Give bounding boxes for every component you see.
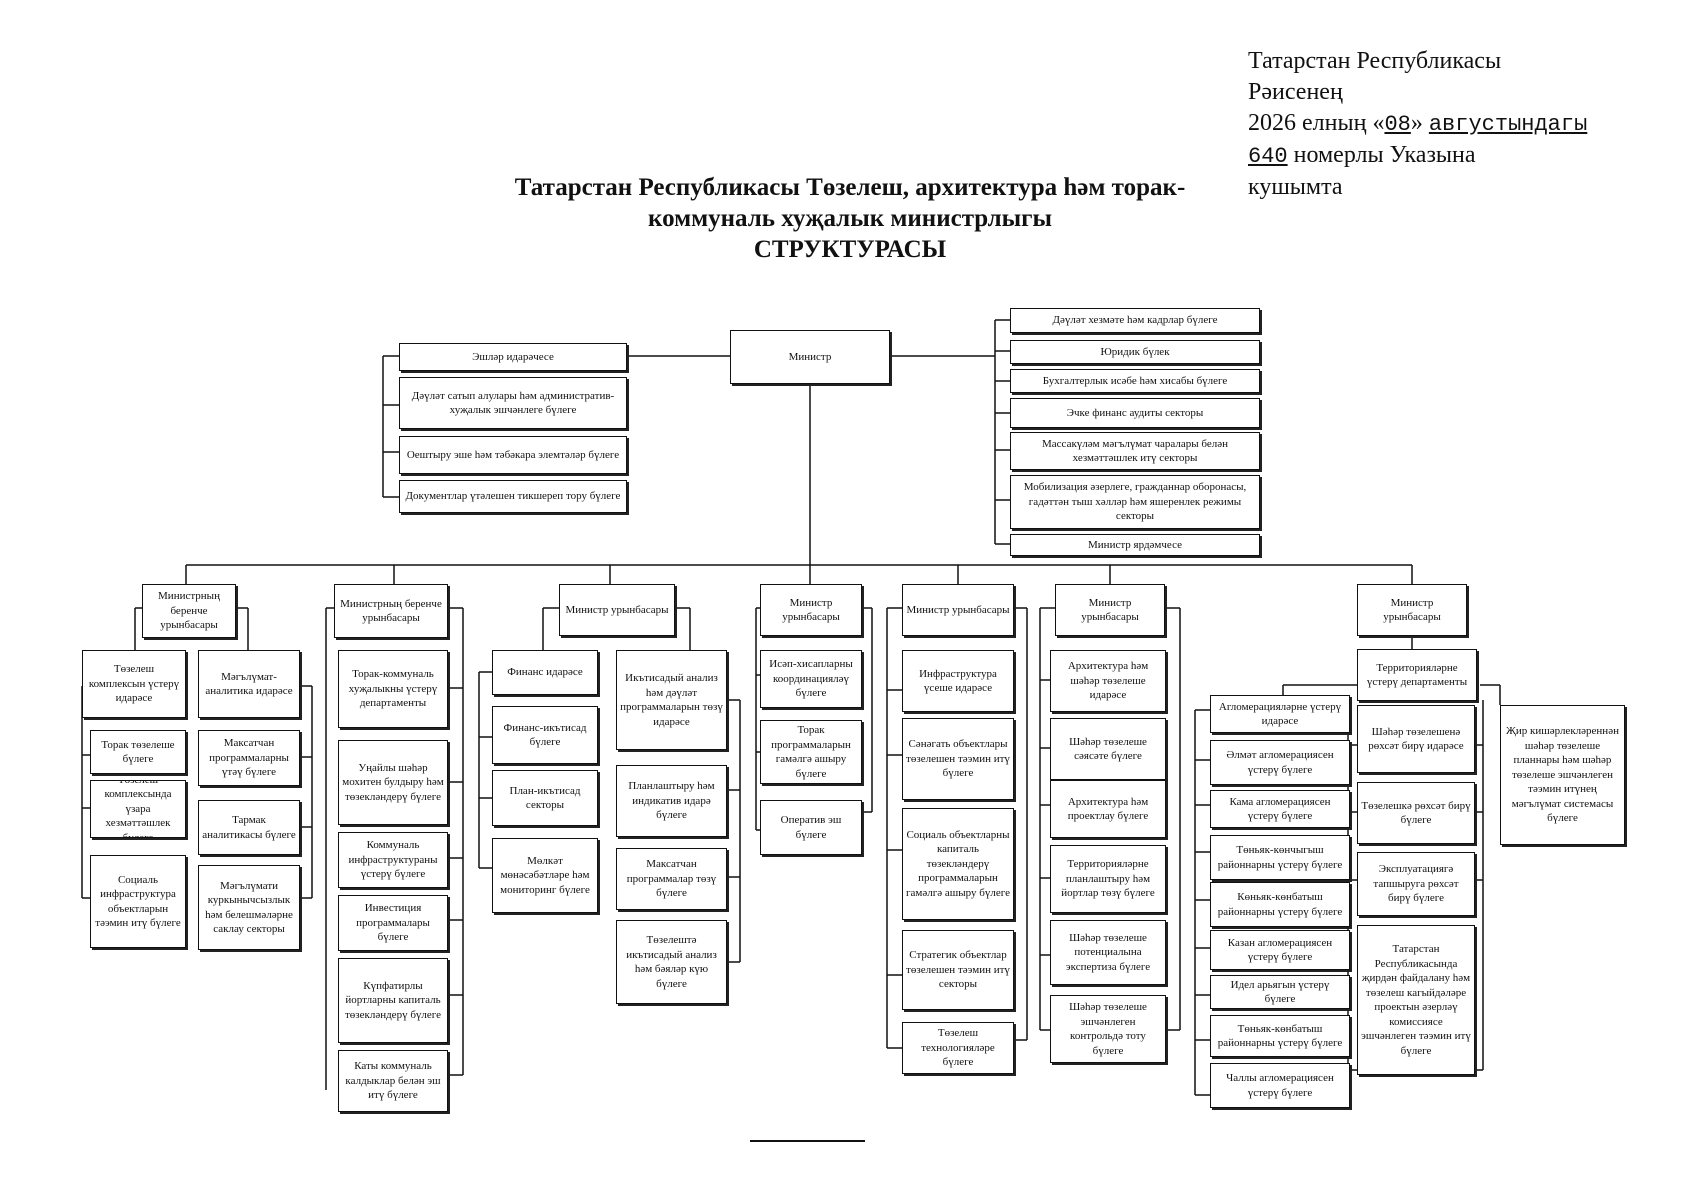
org-unit-box: Шәһәр төзелеше сәясәте бүлеге bbox=[1050, 718, 1166, 780]
title-line: СТРУКТУРАСЫ bbox=[753, 236, 947, 263]
org-unit-box: Уңайлы шәһәр мохитен булдыру һәм төзеклә… bbox=[338, 740, 448, 825]
org-unit-box: Шәһәр төзелеше потенциалына экспертиза б… bbox=[1050, 920, 1166, 985]
org-unit-box: Бухгалтерлык исәбе һәм хисабы бүлеге bbox=[1010, 369, 1260, 393]
org-unit-box: Социаль объектларны капиталь төзекләндер… bbox=[902, 808, 1014, 920]
org-unit-box: Эчке финанс аудиты секторы bbox=[1010, 398, 1260, 428]
org-unit-box: Көньяк-көнбатыш районнарны үстерү бүлеге bbox=[1210, 882, 1350, 927]
header-day: 08 bbox=[1384, 112, 1411, 137]
org-unit-box: Мәгълүмат-аналитика идарәсе bbox=[198, 650, 300, 718]
minister-box: Министр bbox=[730, 330, 890, 384]
org-unit-box: Социаль инфраструктура объектларын тәэми… bbox=[90, 855, 186, 948]
header-line: Татарстан Республикасы bbox=[1248, 48, 1502, 74]
org-unit-box: Коммуналь инфраструктураны үстерү бүлеге bbox=[338, 832, 448, 888]
org-unit-box: Оператив эш бүлеге bbox=[760, 800, 862, 855]
header-line: кушымта bbox=[1248, 174, 1343, 200]
org-unit-box: Төзелешкә рөхсәт бирү бүлеге bbox=[1357, 782, 1475, 844]
org-unit-box: Идел арьягын үстерү бүлеге bbox=[1210, 975, 1350, 1009]
document-title: Татарстан Республикасы Төзелеш, архитект… bbox=[400, 172, 1300, 265]
title-line: коммуналь хуҗалык министрлыгы bbox=[648, 205, 1052, 232]
org-unit-box: Төзелеш технологияләре бүлеге bbox=[902, 1022, 1014, 1074]
org-unit-box: Финанс-икътисад бүлеге bbox=[492, 706, 598, 764]
org-unit-box: Төзелеш комплексын үстерү идарәсе bbox=[82, 650, 186, 718]
deputy-minister-box: Министр урынбасары bbox=[760, 584, 862, 636]
org-unit-box: Архитектура һәм шәһәр төзелеше идарәсе bbox=[1050, 650, 1166, 712]
header-line: Рәисенең bbox=[1248, 79, 1343, 105]
org-unit-box: Инфраструктура үсеше идарәсе bbox=[902, 650, 1014, 712]
org-unit-box: Татарстан Республикасында җирдән файдала… bbox=[1357, 925, 1475, 1075]
org-unit-box: Оештыру эше һәм тәбәкара элемтәләр бүлег… bbox=[399, 436, 627, 474]
org-unit-box: Кама агломерациясен үстерү бүлеге bbox=[1210, 790, 1350, 828]
org-unit-box: Министр ярдәмчесе bbox=[1010, 534, 1260, 556]
org-unit-box: Тармак аналитикасы бүлеге bbox=[198, 800, 300, 855]
org-unit-box: Казан агломерациясен үстерү бүлеге bbox=[1210, 930, 1350, 970]
deputy-minister-box: Министр урынбасары bbox=[1055, 584, 1165, 636]
org-unit-box: Дәүләт хезмәте һәм кадрлар бүлеге bbox=[1010, 308, 1260, 333]
org-unit-box: Шәһәр төзелеше эшчәнлеген контрольдә тот… bbox=[1050, 995, 1166, 1063]
org-unit-box: Икътисадый анализ һәм дәүләт программала… bbox=[616, 650, 727, 750]
header-line: 640 номерлы Указына bbox=[1248, 140, 1587, 172]
org-unit-box: Финанс идарәсе bbox=[492, 650, 598, 695]
org-unit-box: Дәүләт сатып алулары һәм административ-х… bbox=[399, 377, 627, 429]
header-month: августындагы bbox=[1428, 112, 1588, 137]
org-unit-box: Стратегик объектлар төзелешен тәэмин итү… bbox=[902, 930, 1014, 1010]
org-unit-box: Исәп-хисапларны координацияләү бүлеге bbox=[760, 650, 862, 708]
bottom-rule bbox=[750, 1140, 865, 1142]
header-text: номерлы Указына bbox=[1293, 142, 1476, 168]
decree-annex-header: Татарстан Республикасы Рәисенең 2026 елн… bbox=[1248, 46, 1587, 203]
header-text: » bbox=[1410, 110, 1423, 136]
org-unit-box: Территорияләрне планлаштыру һәм йортлар … bbox=[1050, 845, 1166, 913]
org-unit-box: Торак программаларын гамәлгә ашыру бүлег… bbox=[760, 720, 862, 784]
org-unit-box: Төзелеш комплексында үзара хезмәттәшлек … bbox=[90, 780, 186, 838]
org-unit-box: Төньяк-көнчыгыш районнарны үстерү бүлеге bbox=[1210, 835, 1350, 880]
org-unit-box: Мобилизация әзерлеге, гражданнар оборона… bbox=[1010, 475, 1260, 529]
title-line: Татарстан Республикасы Төзелеш, архитект… bbox=[514, 174, 1186, 201]
header-line: 2026 елның «08» августындагы bbox=[1248, 108, 1587, 140]
org-unit-box: Максатчан программаларны үтәү бүлеге bbox=[198, 730, 300, 786]
org-unit-box: Агломерацияләрне үстерү идарәсе bbox=[1210, 695, 1350, 733]
org-unit-box: Төзелештә икътисадый анализ һәм бәяләр к… bbox=[616, 920, 727, 1004]
org-unit-box: Җир кишәрлекләреннән шәһәр төзелеше план… bbox=[1500, 705, 1625, 845]
org-unit-box: Торак төзелеше бүлеге bbox=[90, 730, 186, 774]
header-number: 640 bbox=[1248, 144, 1288, 169]
org-unit-box: Юридик бүлек bbox=[1010, 340, 1260, 364]
org-unit-box: Планлаштыру һәм индикатив идарә бүлеге bbox=[616, 765, 727, 837]
org-unit-box: Әлмәт агломерациясен үстерү бүлеге bbox=[1210, 740, 1350, 785]
org-unit-box: Территорияләрне үстерү департаменты bbox=[1357, 649, 1477, 701]
org-unit-box: План-икътисад секторы bbox=[492, 770, 598, 826]
org-unit-box: Күпфатирлы йортларны капиталь төзекләнде… bbox=[338, 958, 448, 1043]
deputy-minister-box: Министрның беренче урынбасары bbox=[334, 584, 448, 638]
org-unit-box: Чаллы агломерациясен үстерү бүлеге bbox=[1210, 1063, 1350, 1108]
deputy-minister-box: Министр урынбасары bbox=[559, 584, 675, 636]
org-unit-box: Төньяк-көнбатыш районнарны үстерү бүлеге bbox=[1210, 1015, 1350, 1057]
org-unit-box: Торак-коммуналь хуҗалыкны үстерү департа… bbox=[338, 650, 448, 728]
org-unit-box: Эшләр идарәчесе bbox=[399, 343, 627, 371]
org-unit-box: Шәһәр төзелешенә рөхсәт бирү идарәсе bbox=[1357, 705, 1475, 773]
org-unit-box: Мөлкәт мөнәсәбәтләре һәм мониторинг бүле… bbox=[492, 838, 598, 913]
org-unit-box: Эксплуатациягә тапшыруга рөхсәт бирү бүл… bbox=[1357, 852, 1475, 916]
org-unit-box: Сәнәгать объектлары төзелешен тәэмин итү… bbox=[902, 718, 1014, 800]
deputy-minister-box: Министр урынбасары bbox=[1357, 584, 1467, 636]
deputy-minister-box: Министрның беренче урынбасары bbox=[142, 584, 236, 638]
header-text: 2026 елның « bbox=[1248, 110, 1385, 136]
org-unit-box: Мәгълүмати куркынычсызлык һәм белешмәләр… bbox=[198, 865, 300, 950]
org-unit-box: Массакүләм мәгълүмат чаралары белән хезм… bbox=[1010, 432, 1260, 470]
org-unit-box: Инвестиция программалары бүлеге bbox=[338, 895, 448, 951]
org-unit-box: Каты коммуналь калдыклар белән эш итү бү… bbox=[338, 1050, 448, 1112]
org-unit-box: Максатчан программалар төзү бүлеге bbox=[616, 848, 727, 910]
org-unit-box: Архитектура һәм проектлау бүлеге bbox=[1050, 780, 1166, 838]
deputy-minister-box: Министр урынбасары bbox=[902, 584, 1014, 636]
org-unit-box: Документлар үтәлешен тикшереп тору бүлег… bbox=[399, 480, 627, 513]
